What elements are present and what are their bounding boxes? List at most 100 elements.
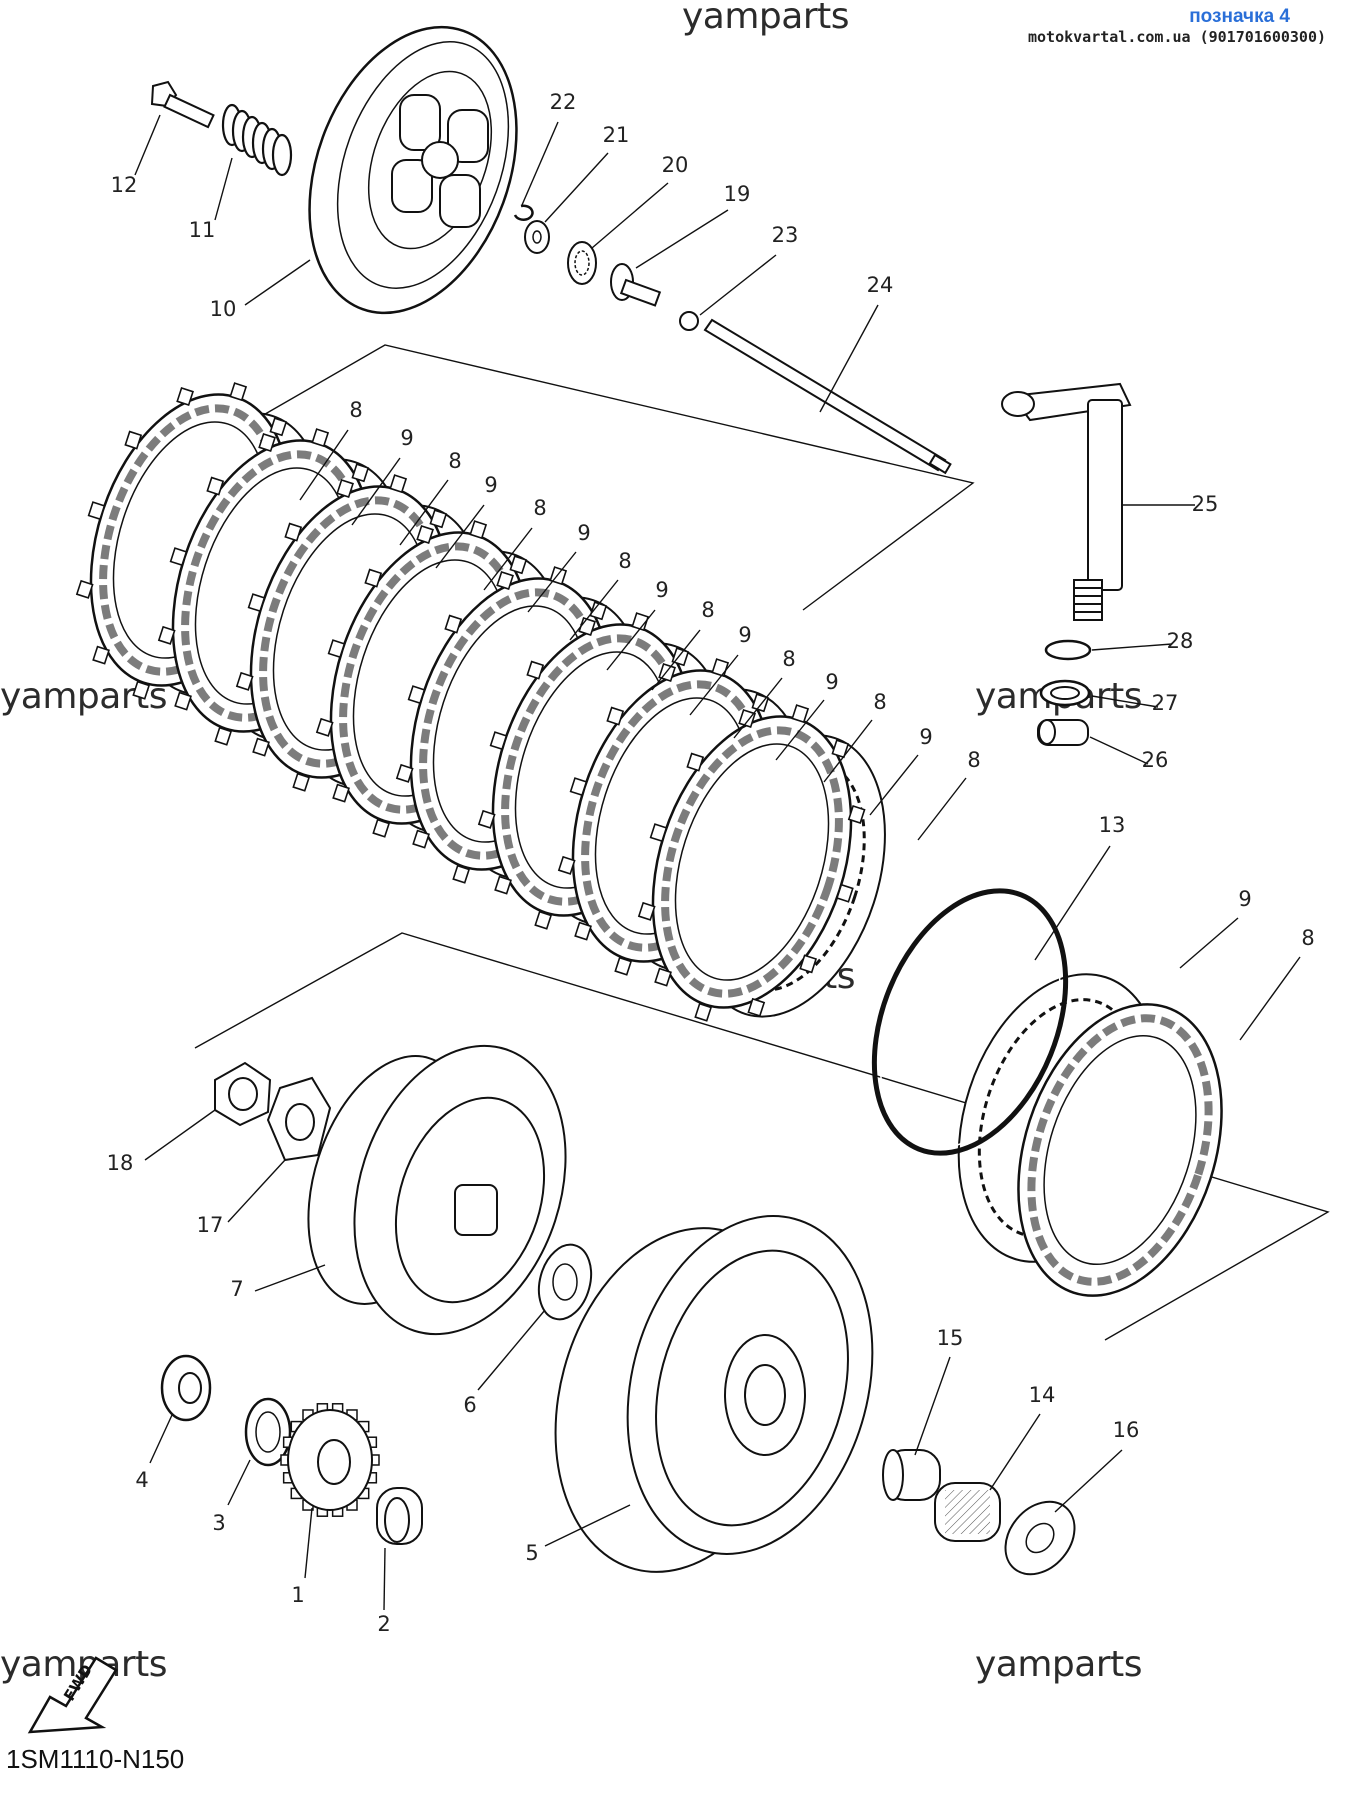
callout-number: 14 bbox=[1029, 1383, 1056, 1407]
leader-line bbox=[1091, 695, 1159, 708]
plate-frame-lower bbox=[194, 932, 1330, 1341]
leader-line bbox=[544, 152, 609, 223]
clutch-spring bbox=[221, 103, 293, 177]
callout-number: 28 bbox=[1167, 629, 1194, 653]
callout-number: 9 bbox=[738, 623, 751, 647]
callout-number: 8 bbox=[533, 496, 546, 520]
callout-number: 26 bbox=[1142, 748, 1169, 772]
callout-number: 27 bbox=[1152, 691, 1179, 715]
leader-line bbox=[244, 259, 311, 306]
leader-line bbox=[351, 457, 401, 526]
leader-line bbox=[689, 654, 739, 716]
boss-washer bbox=[537, 1243, 593, 1321]
leader-line bbox=[635, 209, 729, 269]
callout-number: 9 bbox=[655, 578, 668, 602]
callout-number: 8 bbox=[967, 748, 980, 772]
leader-line bbox=[775, 699, 825, 761]
leader-line bbox=[823, 719, 873, 783]
push-rod-end bbox=[610, 263, 662, 307]
lock-washer bbox=[266, 1076, 332, 1162]
leader-line bbox=[1054, 1449, 1123, 1513]
leader-line bbox=[254, 1264, 326, 1292]
callout-number: 8 bbox=[1301, 926, 1314, 950]
callout-number: 15 bbox=[937, 1326, 964, 1350]
wire-circlip bbox=[871, 888, 1069, 1156]
leader-line bbox=[651, 629, 701, 691]
callout-number: 10 bbox=[210, 297, 237, 321]
steel-ball bbox=[679, 311, 699, 331]
callout-number: 19 bbox=[724, 182, 751, 206]
collar bbox=[882, 1449, 941, 1501]
pressure-plate bbox=[308, 25, 518, 315]
lever-circlip bbox=[1044, 639, 1092, 661]
callout-number: 20 bbox=[662, 153, 689, 177]
callout-number: 22 bbox=[550, 90, 577, 114]
callout-number: 6 bbox=[463, 1393, 476, 1417]
leader-line bbox=[569, 579, 619, 641]
leader-line bbox=[399, 479, 449, 546]
leader-line bbox=[483, 527, 533, 591]
leader-line bbox=[699, 254, 777, 316]
callout-number: 24 bbox=[867, 273, 894, 297]
oil-seal bbox=[1039, 679, 1091, 707]
leader-line bbox=[299, 429, 349, 501]
spring-bolt bbox=[150, 80, 215, 129]
leader-line bbox=[917, 777, 967, 841]
drive-collar bbox=[376, 1487, 423, 1545]
callout-number: 9 bbox=[1238, 887, 1251, 911]
leader-line bbox=[527, 551, 577, 613]
callout-number: 8 bbox=[618, 549, 631, 573]
leader-line bbox=[1091, 643, 1173, 651]
callout-number: 8 bbox=[782, 647, 795, 671]
callout-number: 9 bbox=[825, 670, 838, 694]
push-rod bbox=[703, 318, 952, 475]
thrust-washer bbox=[1004, 1500, 1076, 1576]
clutch-nut bbox=[214, 1061, 272, 1127]
clutch-plate-stack bbox=[75, 382, 1223, 1297]
callout-number: 4 bbox=[135, 1468, 148, 1492]
leader-line bbox=[1179, 917, 1239, 969]
callout-number: 23 bbox=[772, 223, 799, 247]
leader-line bbox=[1239, 956, 1301, 1041]
diagram-code: 1SM1110-N150 bbox=[6, 1744, 185, 1774]
callout-number: 3 bbox=[212, 1511, 225, 1535]
push-lever-shaft bbox=[1001, 382, 1132, 621]
leader-line bbox=[214, 157, 233, 221]
watermark-bottom-right: yamparts bbox=[975, 1644, 1143, 1685]
primary-drive-gear bbox=[280, 1403, 380, 1517]
callout-number: 13 bbox=[1099, 813, 1126, 837]
callout-number: 25 bbox=[1192, 492, 1219, 516]
leader-line bbox=[989, 1413, 1041, 1491]
spacer-washer bbox=[244, 1397, 292, 1467]
callout-layer: 1234567101112222120192324252827261398181… bbox=[107, 90, 1315, 1636]
leader-line bbox=[477, 1309, 546, 1391]
spacer bbox=[160, 1354, 212, 1422]
leader-line bbox=[869, 754, 919, 816]
forward-arrow-icon: FWD bbox=[27, 1656, 118, 1734]
clutch-plate-friction bbox=[1017, 1003, 1223, 1297]
leader-line bbox=[521, 121, 559, 206]
callout-number: 21 bbox=[603, 123, 630, 147]
callout-number: 9 bbox=[400, 426, 413, 450]
leader-line bbox=[134, 114, 161, 176]
callout-number: 8 bbox=[349, 398, 362, 422]
clutch-boss bbox=[307, 1044, 567, 1336]
callout-number: 5 bbox=[525, 1541, 538, 1565]
leader-line bbox=[1034, 845, 1111, 961]
leader-line bbox=[304, 1507, 313, 1579]
callout-number: 12 bbox=[111, 173, 138, 197]
callout-number: 2 bbox=[377, 1612, 390, 1636]
washer bbox=[524, 220, 550, 254]
callout-number: 16 bbox=[1113, 1418, 1140, 1442]
clutch-housing bbox=[554, 1215, 874, 1573]
leader-line bbox=[149, 1414, 173, 1464]
callout-number: 8 bbox=[873, 690, 886, 714]
callout-number: 1 bbox=[291, 1583, 304, 1607]
callout-number: 9 bbox=[484, 473, 497, 497]
callout-number: 7 bbox=[230, 1277, 243, 1301]
leader-line bbox=[733, 677, 783, 739]
callout-number: 11 bbox=[189, 218, 216, 242]
leader-line bbox=[591, 182, 669, 249]
circlip bbox=[513, 204, 534, 221]
